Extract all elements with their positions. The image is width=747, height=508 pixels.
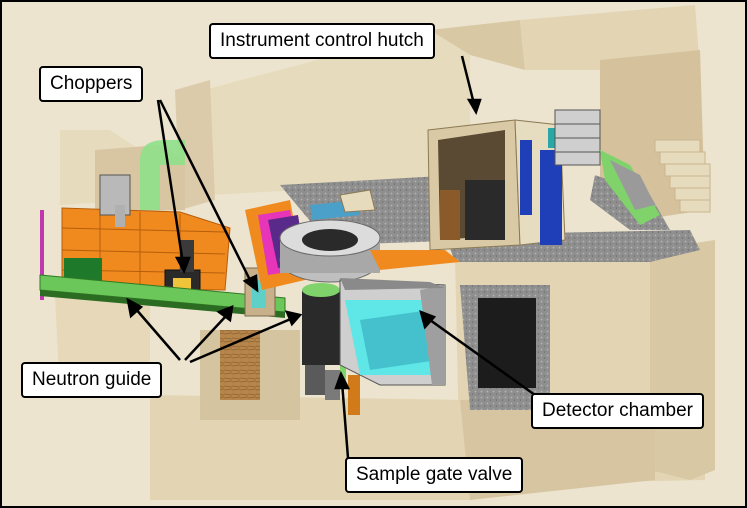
instrument-control-hutch (427, 109, 660, 251)
label-instrument-control-hutch: Instrument control hutch (209, 23, 435, 59)
label-detector-chamber: Detector chamber (531, 393, 705, 429)
label-choppers: Choppers (39, 66, 144, 102)
detector-chamber (339, 250, 460, 386)
chopper-unit (115, 205, 125, 227)
sample-chamber (245, 189, 381, 415)
label-neutron-guide: Neutron guide (21, 362, 163, 398)
callout-arrows (126, 55, 536, 459)
label-sample-gate-valve: Sample gate valve (345, 457, 524, 493)
